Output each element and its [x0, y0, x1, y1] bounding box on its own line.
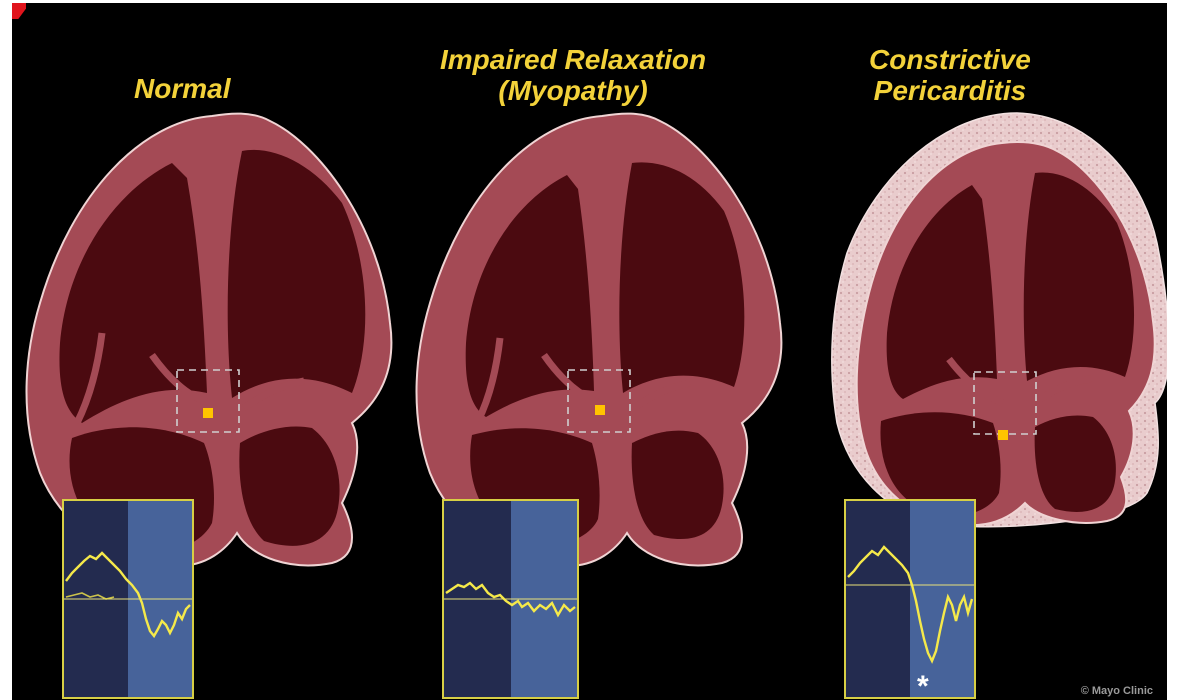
doppler-constrictive-trace — [846, 501, 974, 697]
doppler-normal — [62, 499, 194, 699]
figure-canvas: Normal Impaired Relaxation (Myopathy) Co… — [12, 3, 1167, 700]
copyright-credit: © Mayo Clinic — [1081, 685, 1153, 697]
doppler-impaired-trace — [444, 501, 577, 697]
doppler-constrictive-pericarditis: * — [844, 499, 976, 699]
heart-constrictive-sample-volume — [998, 430, 1008, 440]
doppler-impaired-relaxation — [442, 499, 579, 699]
heart-constrictive-right-atrium — [1035, 415, 1116, 511]
doppler-asterisk-marker: * — [917, 677, 929, 697]
doppler-normal-trace — [64, 501, 192, 697]
